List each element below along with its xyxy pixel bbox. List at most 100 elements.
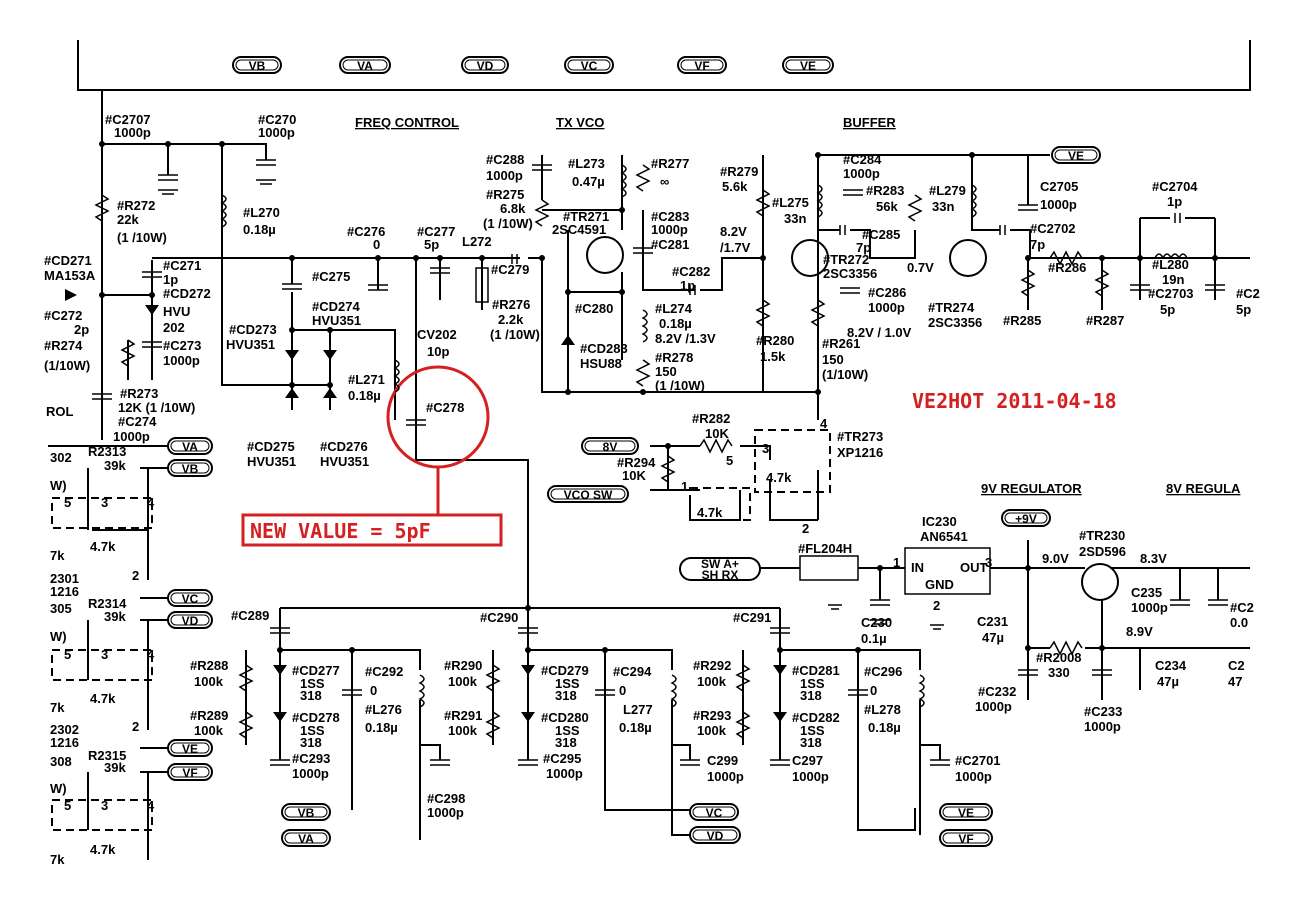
connector-label: VD xyxy=(477,59,494,73)
heading-9v-regulator: 9V REGULATOR xyxy=(981,481,1082,496)
connector-label: VB xyxy=(249,59,266,73)
component-label: 7p xyxy=(1030,237,1045,252)
heading-8v-regulator: 8V REGULA xyxy=(1166,481,1241,496)
component-label: 308 xyxy=(50,754,72,769)
component-label: 0.18µ xyxy=(365,720,398,735)
connector-ve: VE xyxy=(939,803,993,821)
component-label: #R274 xyxy=(44,338,83,353)
component-label: 12K (1 /10W) xyxy=(118,400,195,415)
component-label: GND xyxy=(925,577,954,592)
connector-label: VC xyxy=(581,59,598,73)
component-label: #C271 xyxy=(163,258,201,273)
component-label: IN xyxy=(911,560,924,575)
component-label: #R273 xyxy=(120,386,158,401)
component-label: #C289 xyxy=(231,608,269,623)
connector-label: VE xyxy=(1068,149,1084,163)
component-label: ROL xyxy=(46,404,74,419)
connector-label: 8V xyxy=(603,440,618,454)
component-label: 302 xyxy=(50,450,72,465)
new-value-callout: NEW VALUE = 5pF xyxy=(250,519,431,543)
component-label: 2 xyxy=(933,598,940,613)
component-label: 318 xyxy=(300,688,322,703)
component-label: #TR230 xyxy=(1079,528,1125,543)
connector-vb: VB xyxy=(281,803,331,821)
component-label: 0 xyxy=(370,683,377,698)
component-label: 1000p xyxy=(1084,719,1121,734)
component-label: C234 xyxy=(1155,658,1187,673)
component-label: 100k xyxy=(697,674,727,689)
component-label: 9.0V xyxy=(1042,551,1069,566)
connector-label: SW A+ xyxy=(701,557,739,571)
connector-ve: VE xyxy=(782,56,834,74)
component-label: L277 xyxy=(623,702,653,717)
component-label: 1000p xyxy=(258,125,295,140)
connector-label: VE xyxy=(800,59,816,73)
component-label: 1000p xyxy=(707,769,744,784)
component-label: 100k xyxy=(194,723,224,738)
component-label: 100k xyxy=(697,723,727,738)
connector-vc: VC xyxy=(167,589,213,607)
component-label: C235 xyxy=(1131,585,1162,600)
component-label: 0.1µ xyxy=(861,631,887,646)
component-label: #C276 xyxy=(347,224,385,239)
component-label: #C2707 xyxy=(105,112,151,127)
component-label: 1SS xyxy=(555,723,580,738)
component-label: #L270 xyxy=(243,205,280,220)
component-label: 5p xyxy=(1160,302,1175,317)
connector-label: VF xyxy=(694,59,709,73)
component-label: #C2 xyxy=(1230,600,1254,615)
component-label: #C286 xyxy=(868,285,906,300)
component-label: 7p xyxy=(856,240,871,255)
component-label: 1000p xyxy=(292,766,329,781)
component-label: 1.5k xyxy=(760,349,786,364)
heading-freq-control: FREQ CONTROL xyxy=(355,115,459,130)
component-label: 1 xyxy=(681,479,688,494)
component-label: 0.18µ xyxy=(348,388,381,403)
connector-8v: 8V xyxy=(581,437,639,455)
component-label: #R293 xyxy=(693,708,731,723)
component-label: C2 xyxy=(1228,658,1245,673)
component-label: 318 xyxy=(800,735,822,750)
component-label: 4.7k xyxy=(90,691,116,706)
connector-vc: VC xyxy=(689,803,739,821)
component-label: 318 xyxy=(800,688,822,703)
component-label: #CD279 xyxy=(541,663,589,678)
component-label: 1p xyxy=(680,278,695,293)
connector-vc: VC xyxy=(564,56,614,74)
component-label: 150 xyxy=(822,352,844,367)
component-label: #C275 xyxy=(312,269,350,284)
component-label: #C2703 xyxy=(1148,286,1194,301)
component-label: #C232 xyxy=(978,684,1016,699)
component-label: 19n xyxy=(1162,272,1184,287)
component-label: #TR274 xyxy=(928,300,975,315)
component-label: (1/10W) xyxy=(822,367,868,382)
component-label: #CD271 xyxy=(44,253,92,268)
component-label: #R261 xyxy=(822,336,860,351)
component-label: 0.18µ xyxy=(868,720,901,735)
component-label: 5p xyxy=(1236,302,1251,317)
component-label: CV202 xyxy=(417,327,457,342)
component-label: 1000p xyxy=(1040,197,1077,212)
connector-vb: VB xyxy=(232,56,282,74)
component-label: 47µ xyxy=(1157,674,1179,689)
component-label: 2SC4591 xyxy=(552,222,606,237)
connector-label: +9V xyxy=(1015,512,1037,526)
component-label: #C285 xyxy=(862,227,900,242)
component-label: #R283 xyxy=(866,183,904,198)
component-label: #R277 xyxy=(651,156,689,171)
component-label: 47 xyxy=(1228,674,1242,689)
component-label: 10p xyxy=(427,344,449,359)
component-label: 8.9V xyxy=(1126,624,1153,639)
component-label: #R294 xyxy=(617,455,656,470)
component-label: #C288 xyxy=(486,152,524,167)
component-label: 56k xyxy=(876,199,898,214)
component-label: #C2701 xyxy=(955,753,1001,768)
connector-label: VA xyxy=(182,440,198,454)
component-label: 1000p xyxy=(975,699,1012,714)
component-label: 1SS xyxy=(800,723,825,738)
component-label: #R288 xyxy=(190,658,228,673)
component-label: #CD272 xyxy=(163,286,211,301)
component-label: #L278 xyxy=(864,702,901,717)
component-label: #C283 xyxy=(651,209,689,224)
component-label: 1000p xyxy=(868,300,905,315)
